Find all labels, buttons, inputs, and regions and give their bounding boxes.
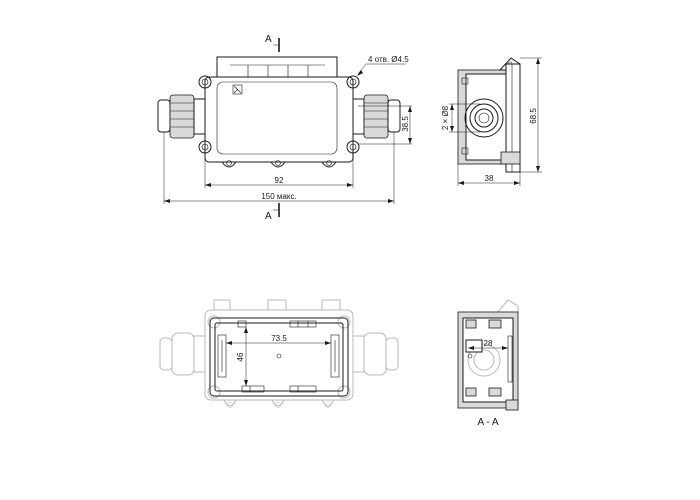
dim-section-inner-label: 28 xyxy=(484,339,493,348)
open-box-view: 73.5 46 xyxy=(159,299,399,408)
dim-mount-spacing-label: 92 xyxy=(275,176,284,185)
dim-height-label: 38.5 xyxy=(401,116,410,132)
cable-gland-left xyxy=(157,94,206,139)
dim-side-height-label: 68.5 xyxy=(529,108,538,124)
section-marker-bottom: A xyxy=(265,211,272,222)
front-view: A A 4 отв. Ø4.5 38.5 92 150 макс. xyxy=(157,34,412,222)
side-view: 68.5 38 2 × Ø8 xyxy=(441,57,542,186)
dim-holes-label: 4 отв. Ø4.5 xyxy=(368,55,409,64)
dim-inner-width-label: 46 xyxy=(236,352,245,361)
dim-inner-length-label: 73.5 xyxy=(271,334,287,343)
section-title: A - A xyxy=(477,417,498,428)
dim-gland-label: 2 × Ø8 xyxy=(441,105,450,130)
dim-side-width-label: 38 xyxy=(485,174,494,183)
side-gland xyxy=(464,98,504,138)
section-view: 28 A - A xyxy=(457,299,519,428)
dim-overall-label: 150 макс. xyxy=(261,192,296,201)
section-marker-top: A xyxy=(265,34,272,45)
cable-gland-right xyxy=(352,94,401,139)
mounting-ear xyxy=(198,75,360,154)
